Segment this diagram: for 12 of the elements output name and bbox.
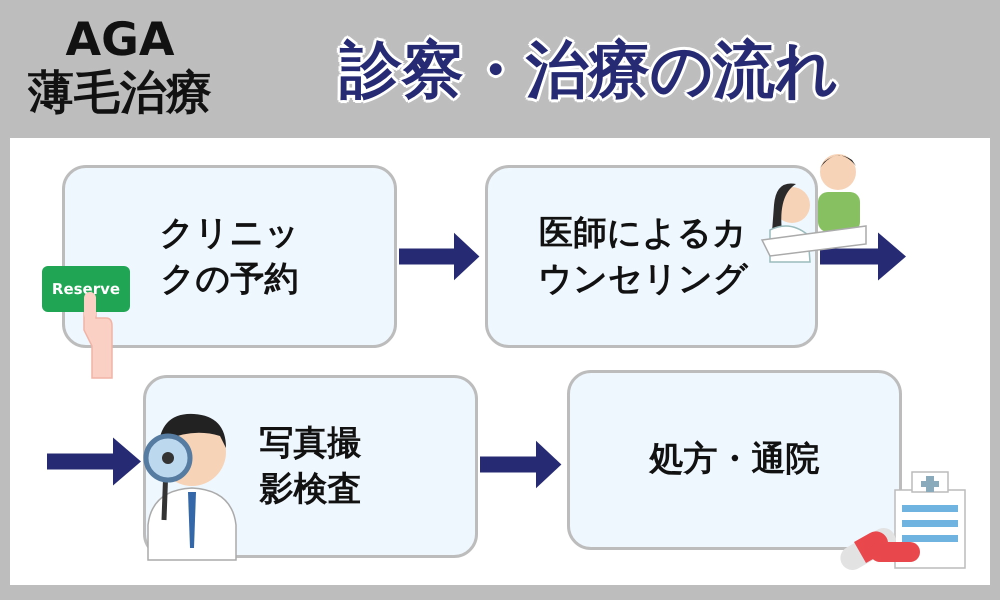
arrow bbox=[480, 440, 562, 488]
step-box bbox=[485, 165, 818, 348]
arrow bbox=[820, 232, 906, 280]
arrow bbox=[399, 232, 480, 280]
title: 診察・治療の流れ bbox=[340, 32, 838, 108]
step-box bbox=[567, 370, 902, 550]
arrow bbox=[47, 438, 141, 486]
header-text: AGA 薄毛治療 bbox=[27, 13, 213, 119]
step-text: 処方・通院 bbox=[648, 438, 820, 482]
step-text: 医師によるカウンセリング bbox=[537, 212, 750, 300]
step-text: 写真撮影検査 bbox=[258, 422, 362, 510]
reserve-button: Reserve bbox=[42, 266, 130, 312]
